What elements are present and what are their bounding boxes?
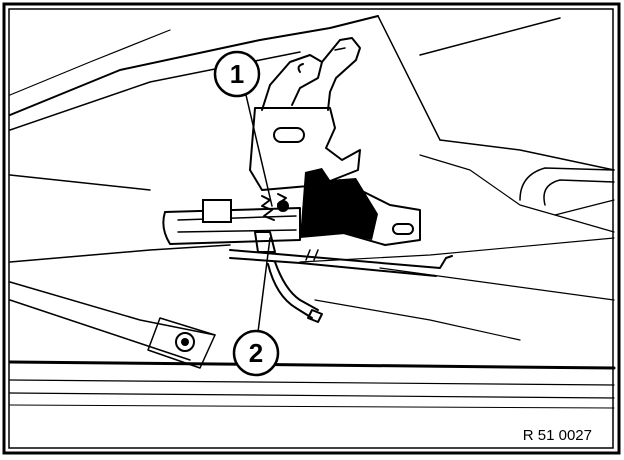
- callout-1: 1: [213, 50, 273, 207]
- sill-strips: [8, 360, 616, 409]
- hood-latch-assembly: [162, 37, 453, 323]
- callout-2: 2: [232, 237, 280, 377]
- reference-code: R 51 0027: [523, 427, 592, 444]
- callout-2-label: 2: [249, 338, 263, 368]
- inner-frame: [8, 8, 614, 449]
- callout-1-label: 1: [230, 59, 244, 89]
- body-panel-lines: [9, 15, 615, 361]
- latch-shadow: [300, 168, 378, 240]
- fastener-screw: [147, 317, 216, 369]
